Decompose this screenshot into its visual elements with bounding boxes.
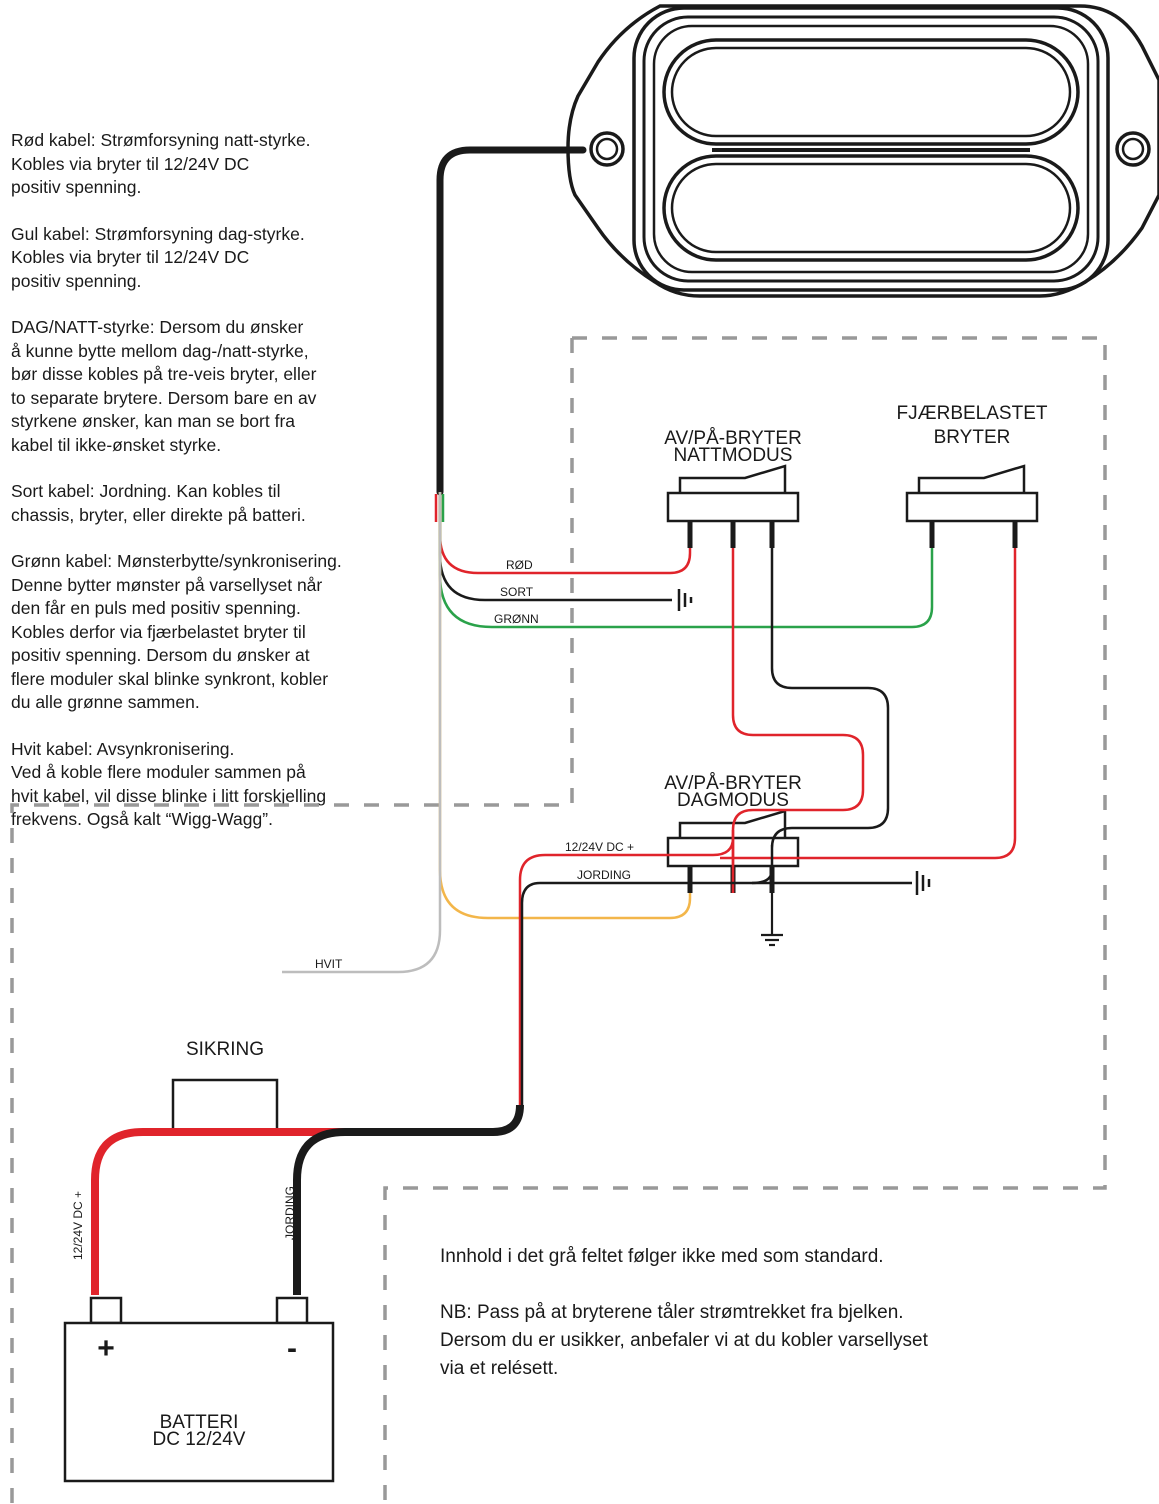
battery-plus-label: 12/24V DC + (71, 1191, 85, 1260)
battery-positive-cable (91, 1128, 345, 1295)
yellow-wire (438, 492, 692, 920)
battery-title: BATTERI (160, 1412, 239, 1433)
label-wire-green: GRØNN (494, 612, 539, 626)
night-switch-title: AV/PÅ-BRYTER (664, 428, 802, 449)
lens-lower (662, 154, 1080, 262)
spring-switch (905, 464, 1039, 548)
footnotes: Innhold i det grå feltet følger ikke med… (440, 1243, 1140, 1411)
night-switch (666, 464, 800, 548)
night-switch-black-ground (520, 548, 890, 1105)
night-switch-subtitle: NATTMODUS (674, 445, 793, 466)
optional-area-border (10, 336, 1107, 1504)
label-wire-white: HVIT (315, 957, 343, 971)
note-red-wire: Rød kabel: Strømforsyning natt-styrke. K… (11, 130, 311, 197)
fuse-label: SIKRING (186, 1039, 264, 1060)
battery-minus-sign: - (287, 1332, 297, 1365)
battery-ground-cable (293, 1104, 524, 1295)
label-ground: JORDING (577, 868, 631, 882)
spring-switch-red-feed (720, 548, 1017, 860)
night-switch-red-feed (518, 548, 865, 1112)
day-switch-title: AV/PÅ-BRYTER (664, 773, 802, 794)
green-wire (438, 492, 934, 629)
ground-symbol-jording (915, 871, 931, 895)
footnote-warning: NB: Pass på at bryterene tåler strømtrek… (440, 1302, 928, 1379)
note-black-wire: Sort kabel: Jordning. Kan kobles til cha… (11, 481, 306, 525)
day-switch-subtitle: DAGMODUS (677, 790, 789, 811)
battery-voltage: DC 12/24V (153, 1429, 246, 1450)
spring-switch-title: FJÆRBELASTET (897, 403, 1048, 424)
note-yellow-wire: Gul kabel: Strømforsyning dag-styrke. Ko… (11, 223, 305, 291)
fuse (171, 1078, 279, 1134)
mount-hole-left (589, 131, 625, 167)
mount-hole-right (1115, 131, 1151, 167)
light-module (566, 4, 1159, 298)
battery (63, 1296, 335, 1483)
main-cable (436, 146, 587, 496)
battery-ground-label: JORDING (283, 1186, 297, 1240)
note-green-wire: Grønn kabel: Mønsterbytte/synkronisering… (11, 551, 342, 712)
lens-upper (662, 38, 1080, 146)
black-wire (438, 492, 672, 602)
label-wire-black: SORT (500, 585, 534, 599)
ground-symbol-sort (677, 589, 693, 611)
label-supply: 12/24V DC + (565, 840, 634, 854)
note-day-night: DAG/NATT-styrke: Dersom du ønsker å kunn… (11, 317, 317, 455)
battery-plus-sign: + (97, 1332, 115, 1365)
spring-switch-subtitle: BRYTER (934, 427, 1011, 448)
note-white-wire: Hvit kabel: Avsynkronisering. Ved å kobl… (11, 738, 327, 830)
white-wire (282, 492, 442, 974)
footnote-standard: Innhold i det grå feltet følger ikke med… (440, 1246, 884, 1267)
ground-symbol-day (761, 893, 783, 947)
red-wire (438, 492, 692, 575)
label-wire-red: RØD (506, 558, 533, 572)
wire-notes: Rød kabel: Strømforsyning natt-styrke. K… (11, 129, 416, 855)
